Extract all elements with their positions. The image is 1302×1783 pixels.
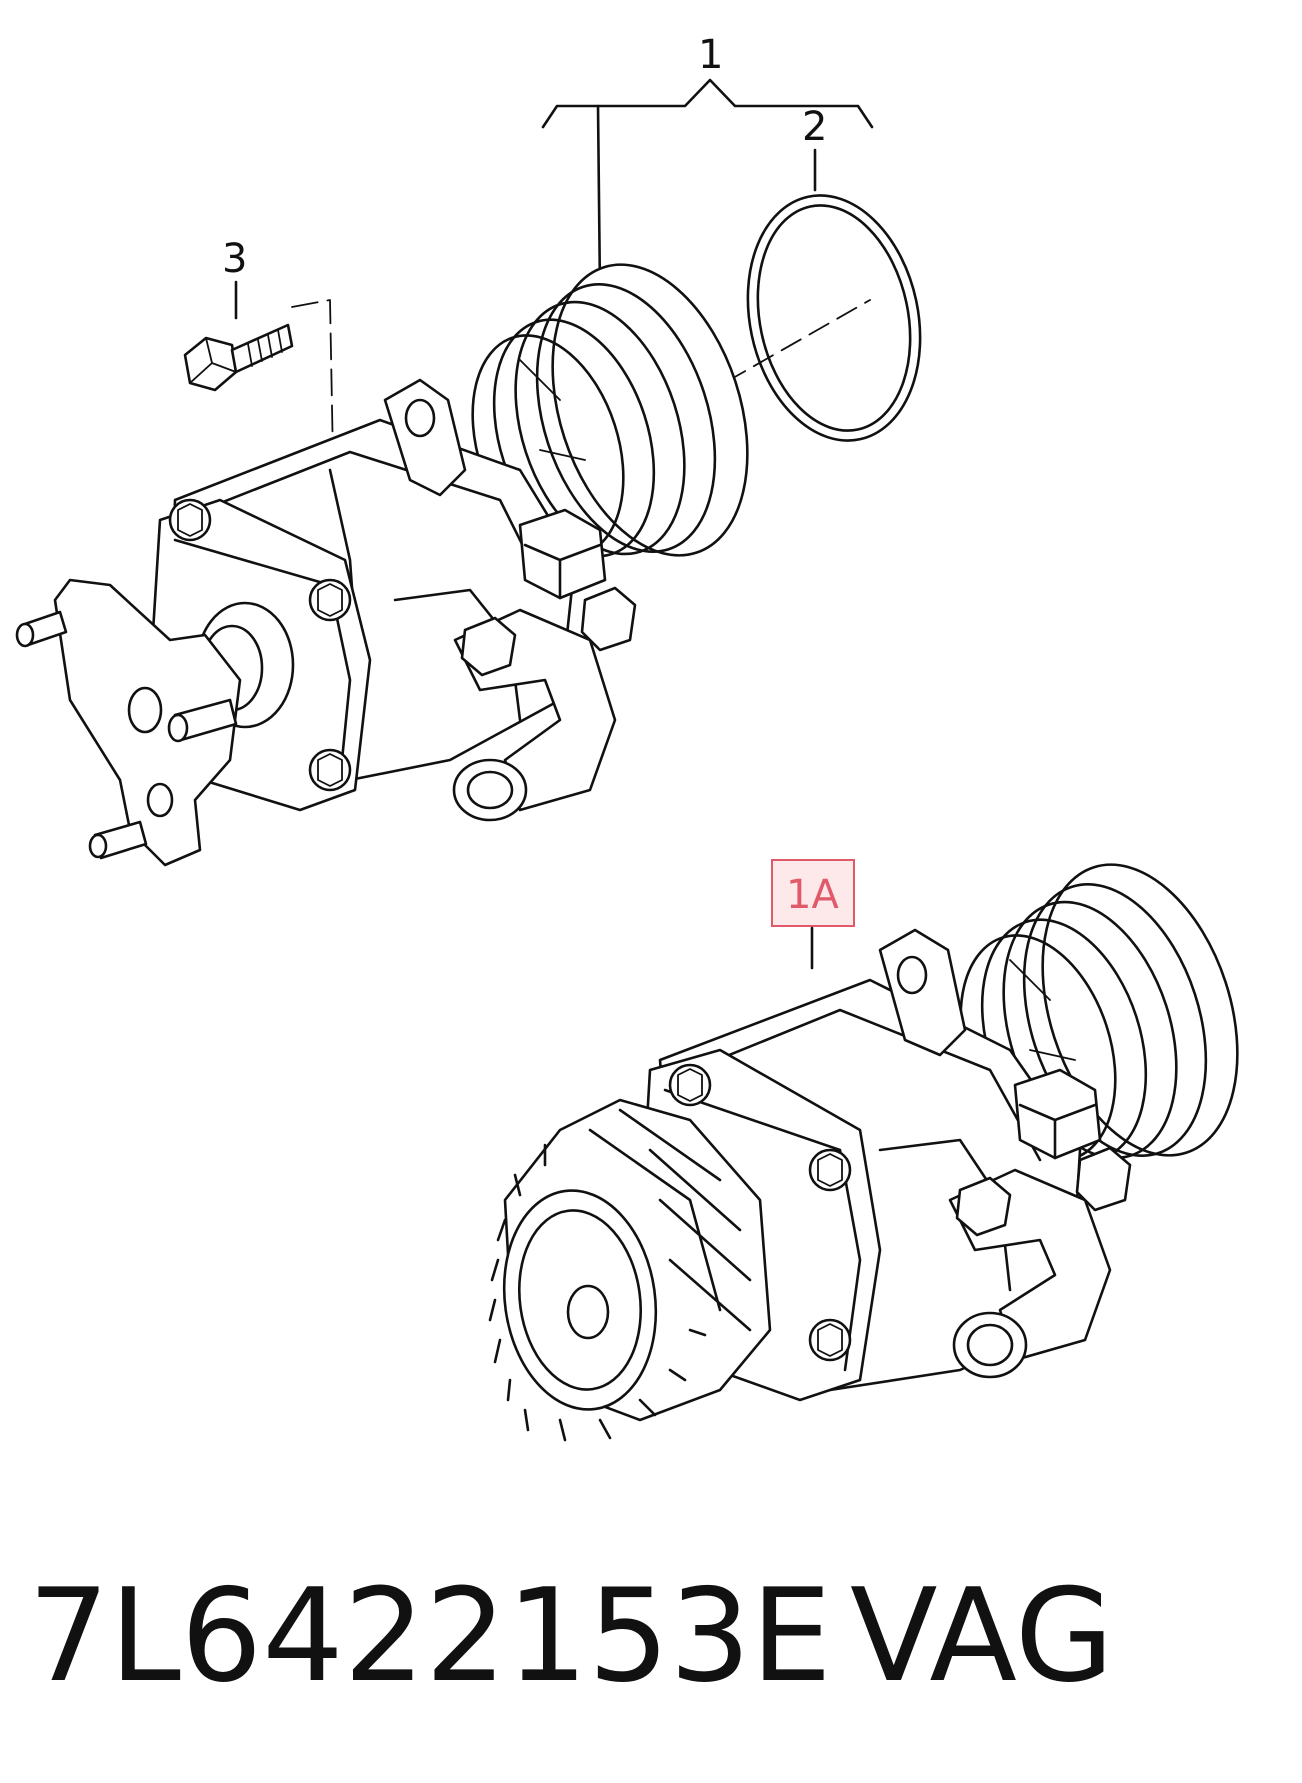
part-number-caption: 7L6422153E xyxy=(28,1562,832,1711)
brand-caption: VAG xyxy=(850,1562,1114,1711)
callout-2-label: 2 xyxy=(802,104,827,150)
pump-assembly-bottom-icon xyxy=(488,863,1239,1442)
callout-1-label: 1 xyxy=(698,32,723,78)
pump-assembly-top-icon xyxy=(15,263,749,867)
callout-1-leader xyxy=(541,78,874,294)
o-ring-icon xyxy=(725,194,922,442)
callout-3-label: 3 xyxy=(222,236,247,282)
callout-1a-highlight xyxy=(771,859,855,927)
callout-1a-label: 1A xyxy=(786,872,839,918)
hex-bolt-icon xyxy=(183,323,294,392)
callout-3-leader xyxy=(234,280,334,461)
